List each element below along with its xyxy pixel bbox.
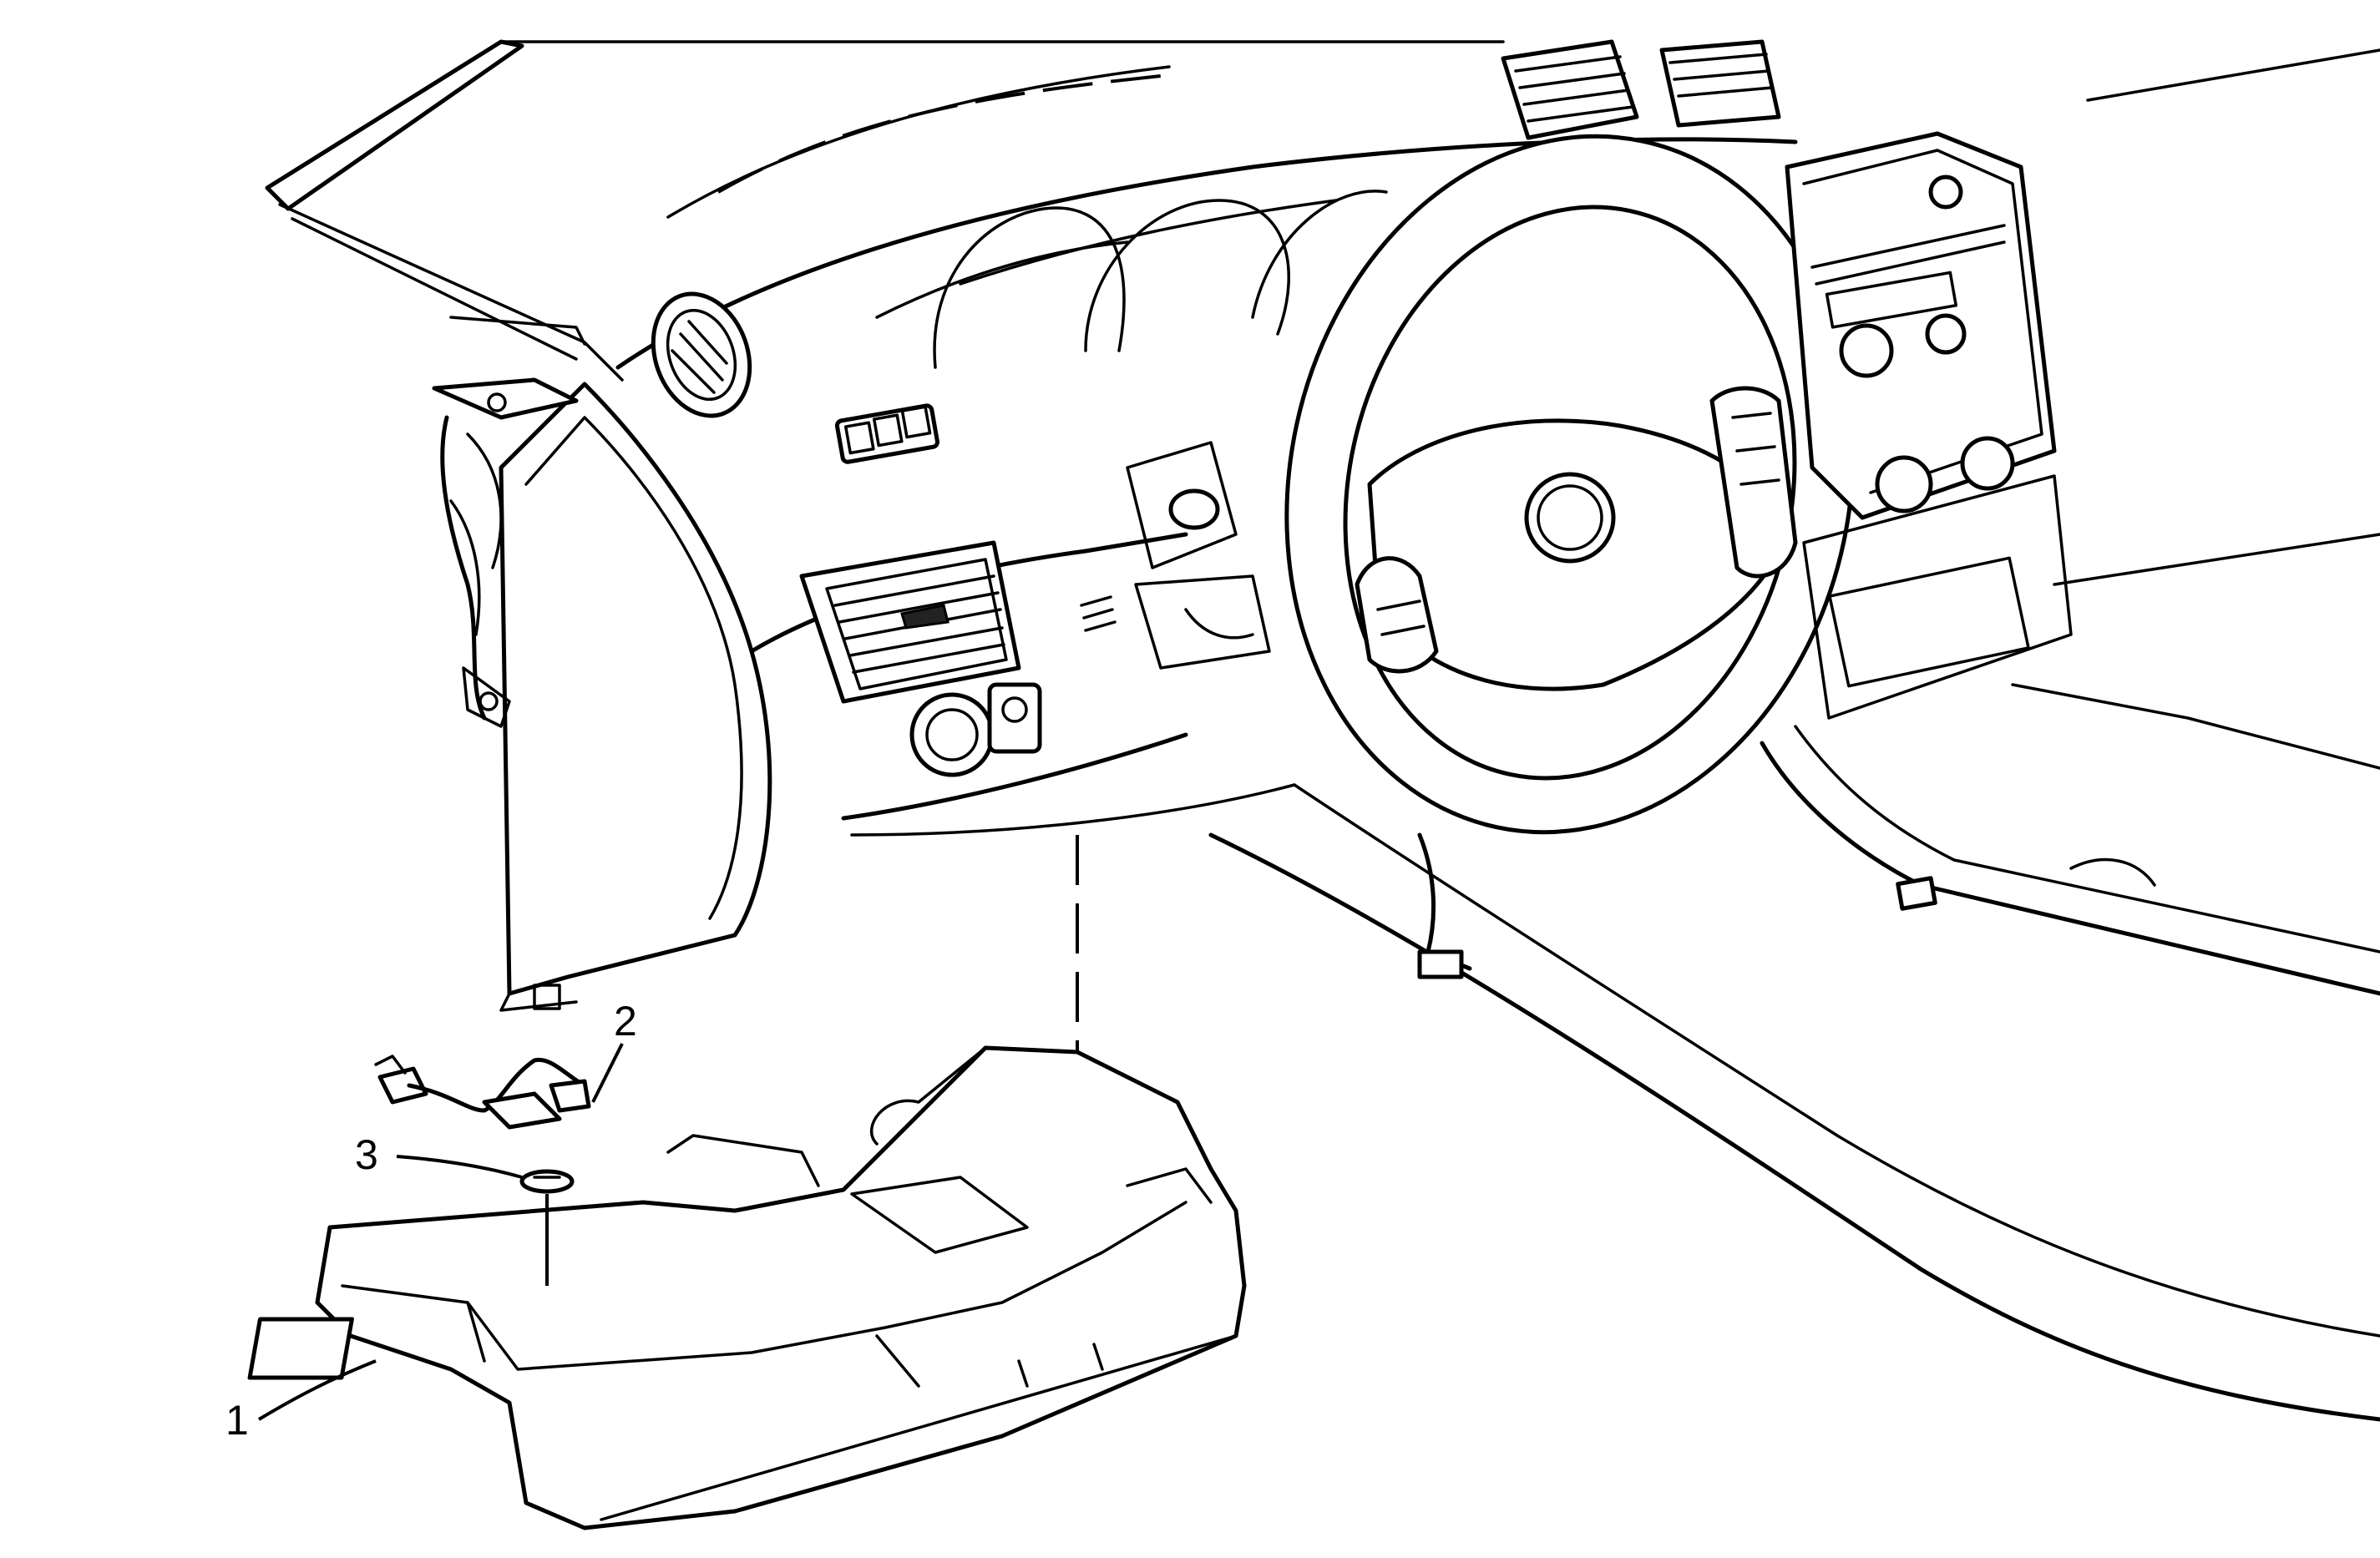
steering-column — [1126, 441, 1271, 670]
windshield-frame — [265, 39, 1505, 382]
callout-3-group: 3 — [355, 1131, 523, 1179]
leader-line-2 — [591, 1043, 624, 1103]
courtesy-lamp-harness — [374, 1055, 591, 1130]
callout-1-label: 1 — [225, 1397, 249, 1444]
leader-line-1 — [257, 1359, 377, 1421]
dash-switch-bank — [834, 403, 939, 464]
callout-3-label: 3 — [355, 1131, 378, 1178]
headlamp-switch — [909, 682, 1042, 777]
center-console — [1760, 48, 2380, 996]
column-cover-grille — [1080, 595, 1117, 632]
callout-1-group: 1 — [225, 1359, 377, 1444]
instrument-cluster — [933, 190, 1388, 369]
callout-2-label: 2 — [614, 998, 637, 1045]
courtesy-lamp-bulb — [519, 1169, 575, 1194]
knee-bolster-insulator — [247, 1045, 1247, 1530]
center-air-vent — [799, 540, 1021, 704]
side-air-vent — [651, 291, 752, 418]
center-upper-vents — [1501, 39, 1781, 140]
instrument-panel-end-cap — [499, 382, 772, 1012]
left-bracket-assembly — [432, 377, 579, 728]
callout-2-group: 2 — [591, 998, 637, 1103]
leader-line-3 — [396, 1155, 523, 1179]
radio-hvac-stack — [1785, 131, 2073, 720]
knee-bolster-edge — [1417, 832, 1472, 979]
steering-wheel — [1284, 134, 1856, 835]
